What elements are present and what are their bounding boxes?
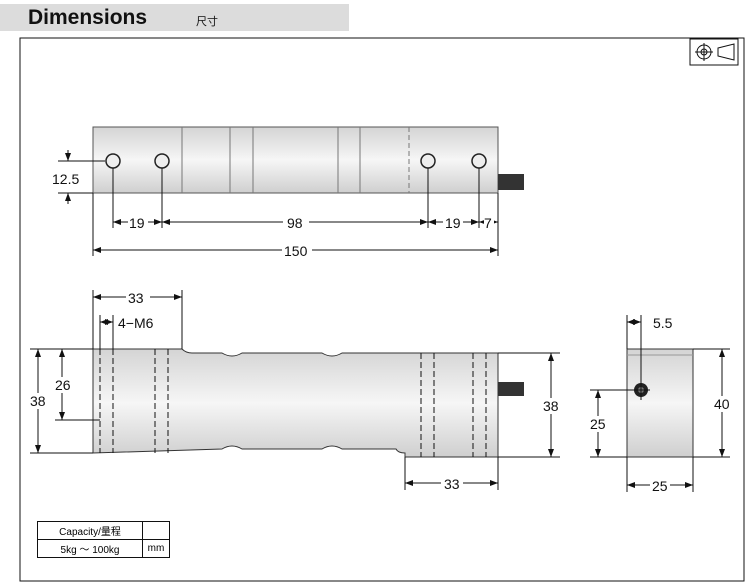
dim-label: 5.5 — [653, 315, 673, 331]
end-view: 5.5 25 40 25 — [588, 315, 732, 494]
dim-label: 33 — [444, 476, 460, 492]
capacity-header: Capacity/量程 — [37, 521, 143, 540]
top-view: 12.5 19 98 19 7 150 — [52, 126, 524, 259]
dim-label: 98 — [287, 215, 303, 231]
dim-label: 25 — [590, 416, 606, 432]
dim-label: 26 — [55, 377, 71, 393]
dim-label: 12.5 — [52, 171, 79, 187]
projection-symbol-icon — [689, 38, 739, 66]
dim-label: 4−M6 — [118, 315, 154, 331]
dim-label: 150 — [284, 243, 308, 259]
dim-label: 40 — [714, 396, 730, 412]
dim-label: 38 — [30, 393, 46, 409]
dim-label: 25 — [652, 478, 668, 494]
cable — [498, 382, 524, 396]
dim-label: 19 — [129, 215, 145, 231]
drawing-frame — [19, 37, 745, 582]
page-subtitle: 尺寸 — [196, 16, 218, 28]
page-title: Dimensions — [28, 6, 148, 29]
side-view: 33 4−M6 38 26 38 33 — [28, 289, 561, 492]
dim-label: 33 — [128, 290, 144, 306]
dim-label: 38 — [543, 398, 559, 414]
capacity-range: 5kg ～ 100kg — [37, 539, 143, 558]
dim-label: 7 — [484, 215, 492, 231]
unit-cell: mm — [142, 539, 170, 558]
dim-label: 19 — [445, 215, 461, 231]
header-bar: Dimensions 尺寸 — [0, 4, 349, 31]
unit-header — [142, 521, 170, 540]
cable — [498, 174, 524, 190]
